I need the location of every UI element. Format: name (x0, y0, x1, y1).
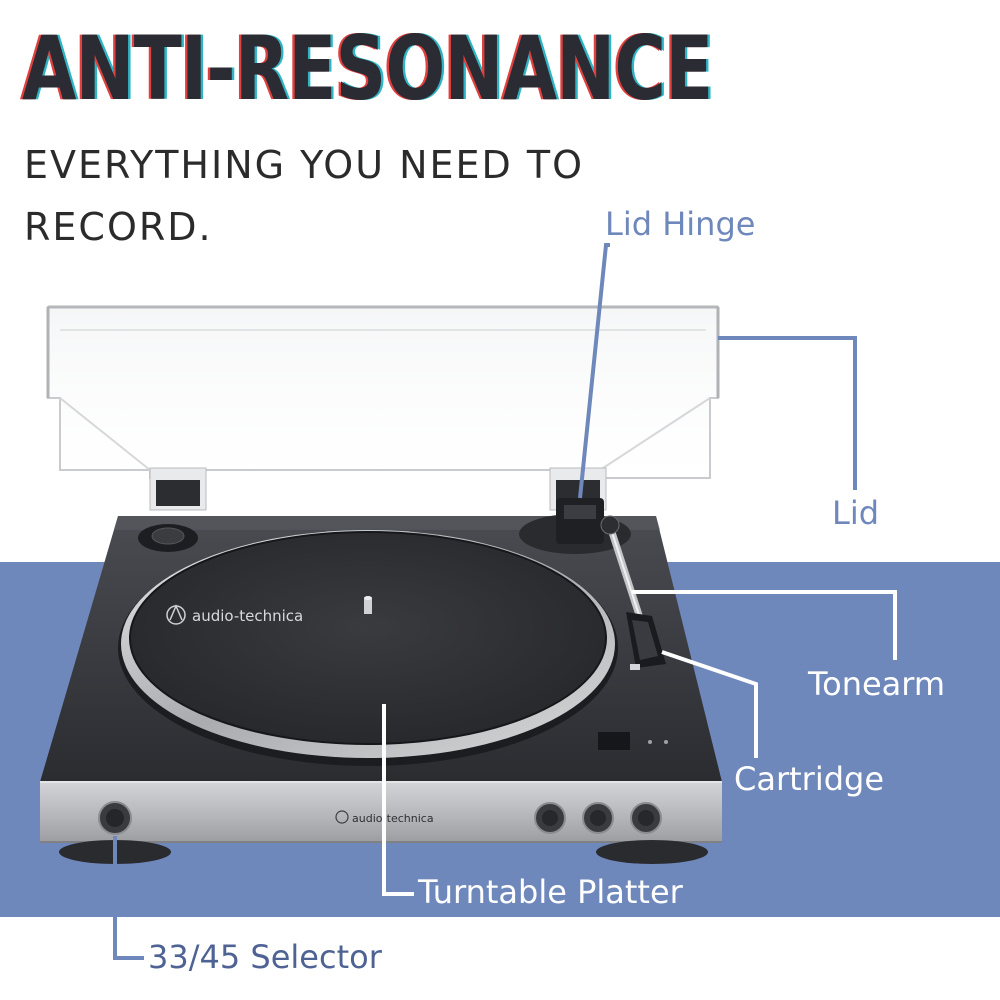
subheadline: EVERYTHING YOU NEED TO RECORD. (24, 134, 584, 258)
callout-label-lid: Lid (832, 494, 880, 532)
front-brand-text: audio-technica (352, 812, 434, 825)
callout-line-cartridge (661, 650, 758, 758)
callout-label-turntable-platter: Turntable Platter (418, 873, 683, 911)
callout-label-selector: 33/45 Selector (148, 938, 382, 976)
platter-brand-text: audio-technica (192, 607, 303, 625)
callout-line-tonearm (632, 590, 897, 660)
lid-hinge-left (149, 467, 207, 511)
turntable-platter: audio-technica (118, 530, 618, 766)
lid (46, 305, 720, 479)
speed-selector-knob (98, 801, 132, 835)
cartridge (626, 612, 666, 670)
headline: ANTI-RESONANCE (22, 17, 713, 120)
front-buttons (534, 802, 662, 834)
subheadline-line-2: RECORD. (24, 205, 213, 249)
foot-right (596, 840, 708, 864)
front-brand-logo-icon (335, 810, 349, 824)
tonearm (519, 498, 644, 622)
callout-line-selector (113, 836, 144, 960)
adapter-holder (138, 524, 198, 552)
callout-line-lid (718, 336, 857, 490)
subheadline-line-1: EVERYTHING YOU NEED TO (24, 143, 584, 187)
callout-line-platter (382, 704, 414, 896)
callout-lines (113, 243, 897, 960)
callout-label-lid-hinge: Lid Hinge (605, 205, 756, 243)
callout-line-lid-hinge (578, 243, 610, 499)
callout-label-tonearm: Tonearm (808, 665, 946, 703)
callout-label-cartridge: Cartridge (734, 760, 885, 798)
arm-lift (598, 732, 630, 750)
